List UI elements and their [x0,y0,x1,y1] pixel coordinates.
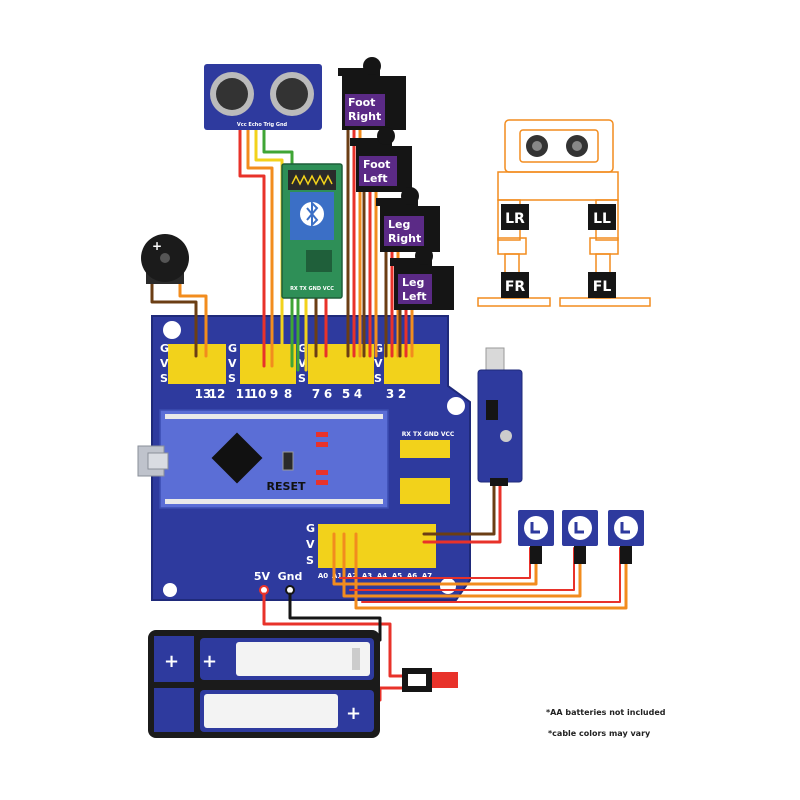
svg-text:+: + [346,703,361,724]
digital-pin-labels: 13 12 11 10 9 8 7 6 5 4 3 2 [195,387,407,401]
header-analog [318,524,436,568]
battery-pack: + + + [148,630,380,738]
svg-text:Right: Right [348,110,381,123]
gvs-label-right: G V S [298,342,307,385]
svg-text:A7: A7 [422,572,432,580]
svg-text:S: S [374,372,382,385]
svg-text:S: S [160,372,168,385]
svg-text:A6: A6 [407,572,417,580]
svg-text:Foot: Foot [348,96,375,109]
robot-label-fr: FR [501,272,529,298]
svg-text:LR: LR [505,211,525,227]
gvs-label-analog: G V S [306,522,315,567]
svg-text:G: G [298,342,307,355]
svg-text:A2: A2 [347,572,357,580]
svg-text:Vcc Echo Trig Gnd: Vcc Echo Trig Gnd [237,122,288,128]
svg-text:8: 8 [284,387,292,401]
svg-text:A0: A0 [318,572,328,580]
touch-sensor-2 [562,510,598,564]
svg-text:V: V [228,357,237,370]
svg-text:A4: A4 [377,572,387,580]
svg-text:Foot: Foot [363,158,390,171]
svg-text:Leg: Leg [402,276,424,289]
gvs-label-mid: G V S [228,342,237,385]
robot-label-lr: LR [501,204,529,230]
analog-pin-labels: A0 A1 A2 A3 A4 A5 A6 A7 [318,572,432,580]
svg-text:+: + [164,651,179,672]
bluetooth-icon [300,200,324,228]
touch-sensor-3 [608,510,644,564]
svg-text:13: 13 [195,387,212,401]
svg-text:7: 7 [312,387,320,401]
note-batteries: *AA batteries not included [546,708,666,717]
ultrasonic-sensor: Vcc Echo Trig Gnd [204,64,322,130]
svg-text:5V: 5V [254,570,271,583]
servo-leg-left: Leg Left [390,247,454,310]
svg-text:Left: Left [363,172,388,185]
svg-text:9: 9 [270,387,278,401]
svg-text:RX TX GND VCC: RX TX GND VCC [290,286,334,292]
svg-text:A1: A1 [332,572,342,580]
bluetooth-module: RX TX GND VCC [281,163,343,299]
svg-text:+: + [202,651,217,672]
svg-text:G: G [374,342,383,355]
robot-label-ll: LL [588,204,616,230]
svg-text:10: 10 [250,387,267,401]
svg-text:3: 3 [386,387,394,401]
svg-text:Leg: Leg [388,218,410,231]
robot-eyes [519,129,599,163]
svg-text:4: 4 [354,387,362,401]
svg-text:Right: Right [388,232,421,245]
header-row-11-8 [240,344,296,384]
svg-text:6: 6 [324,387,332,401]
gvs-label-left: G V S [160,342,169,385]
svg-text:LL: LL [593,211,611,227]
robot-label-fl: FL [588,272,616,298]
touch-sensor-1 [518,510,554,564]
reset-label: RESET [267,480,306,493]
servo-foot-right: Foot Right [338,57,406,130]
gvs-label-far: G V S [374,342,383,385]
svg-text:V: V [298,357,307,370]
svg-text:G: G [306,522,315,535]
svg-text:A3: A3 [362,572,372,580]
svg-text:Left: Left [402,290,427,303]
svg-text:G: G [160,342,169,355]
arduino-nano: RESET [137,409,389,509]
header-bt [400,440,450,504]
svg-text:Gnd: Gnd [278,570,303,583]
bt-header-label: RX TX GND VCC [402,431,455,438]
ir-sensor [477,347,523,486]
svg-text:12: 12 [209,387,226,401]
servo-foot-left: Foot Left [350,127,412,192]
svg-text:G: G [228,342,237,355]
svg-text:5: 5 [342,387,350,401]
svg-text:FR: FR [505,279,526,295]
svg-text:11: 11 [236,387,253,401]
svg-text:S: S [306,554,314,567]
svg-text:2: 2 [398,387,406,401]
buzzer: + [141,234,189,284]
note-cables: *cable colors may vary [548,729,651,738]
svg-text:FL: FL [593,279,612,295]
svg-text:V: V [160,357,169,370]
svg-text:+: + [152,239,162,253]
svg-text:S: S [298,372,306,385]
svg-text:S: S [228,372,236,385]
servo-leg-right: Leg Right [376,187,440,252]
power-switch [402,668,458,692]
svg-text:V: V [374,357,383,370]
svg-text:A5: A5 [392,572,402,580]
svg-text:V: V [306,538,315,551]
